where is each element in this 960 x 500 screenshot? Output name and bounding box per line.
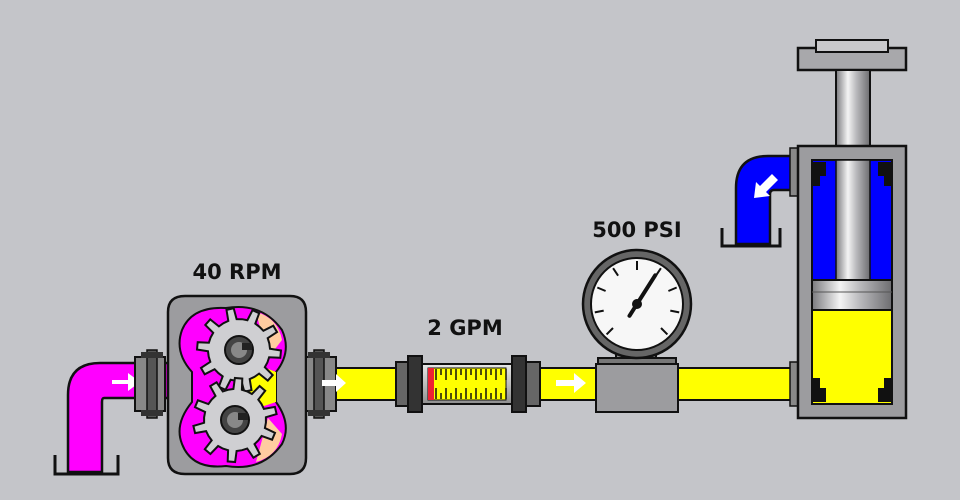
return-elbow-pipe	[734, 154, 798, 246]
pressure-line-pipe-1	[335, 367, 399, 401]
flow-arrow-icon	[754, 174, 778, 198]
pressure-label: 500 PSI	[592, 218, 681, 242]
flow-arrow-icon	[322, 374, 346, 392]
flow-rate-label: 2 GPM	[427, 316, 502, 340]
gauge-needle	[627, 273, 658, 318]
flow-meter-scale	[435, 369, 507, 399]
pressure-gauge	[581, 248, 693, 373]
flow-arrow-icon	[556, 373, 586, 393]
suction-reservoir	[53, 455, 120, 476]
flow-arrow-icon	[112, 373, 140, 391]
hydraulic-cylinder	[789, 39, 908, 420]
pump-outlet-flange	[305, 349, 337, 419]
gauge-tee-block	[595, 363, 679, 413]
flow-meter	[395, 355, 541, 413]
pump-speed-label: 40 RPM	[193, 260, 282, 284]
return-reservoir	[720, 228, 782, 248]
pressure-line-pipe-3	[677, 367, 795, 401]
gear-pump	[166, 294, 308, 476]
pump-inlet-flange	[134, 349, 166, 419]
